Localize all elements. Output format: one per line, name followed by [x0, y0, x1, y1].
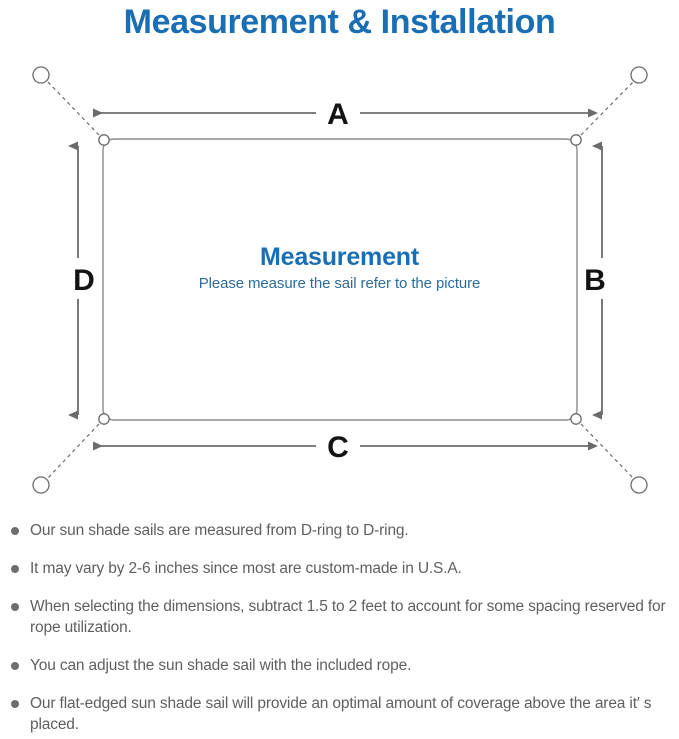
sail-body — [102, 138, 578, 421]
list-item: It may vary by 2-6 inches since most are… — [0, 558, 679, 579]
rope-top-left — [46, 80, 100, 136]
bullet-icon — [11, 527, 19, 535]
dimension-label-d: D — [73, 264, 95, 297]
list-item: Our flat-edged sun shade sail will provi… — [0, 693, 679, 735]
d-ring-bottom-right — [570, 413, 582, 425]
list-item: When selecting the dimensions, subtract … — [0, 596, 679, 638]
d-ring-bottom-left — [98, 413, 110, 425]
dimension-label-a: A — [327, 98, 349, 131]
bullet-icon — [11, 565, 19, 573]
dimension-label-c: C — [327, 431, 349, 464]
bullet-icon — [11, 662, 19, 670]
bullet-icon — [11, 603, 19, 611]
anchor-point-bottom-right — [630, 476, 648, 494]
list-item-text: Our sun shade sails are measured from D-… — [30, 522, 409, 539]
anchor-point-top-right — [630, 66, 648, 84]
notes-list: Our sun shade sails are measured from D-… — [0, 520, 679, 735]
anchor-point-top-left — [32, 66, 50, 84]
page-title: Measurement & Installation — [123, 3, 556, 41]
rope-bottom-right — [580, 423, 635, 480]
rope-top-right — [580, 80, 635, 136]
list-item: You can adjust the sun shade sail with t… — [0, 655, 679, 676]
rope-bottom-left — [46, 423, 100, 480]
list-item-text: Our flat-edged sun shade sail will provi… — [30, 695, 652, 733]
measurement-diagram: A C D B Measurement Please measure the s… — [0, 46, 679, 514]
list-item-text: It may vary by 2-6 inches since most are… — [30, 560, 462, 577]
d-ring-top-right — [570, 134, 582, 146]
list-item-text: You can adjust the sun shade sail with t… — [30, 657, 412, 674]
anchor-point-bottom-left — [32, 476, 50, 494]
list-item-text: When selecting the dimensions, subtract … — [30, 598, 666, 636]
bullet-icon — [11, 700, 19, 708]
dimension-label-b: B — [584, 264, 606, 297]
d-ring-top-left — [98, 134, 110, 146]
list-item: Our sun shade sails are measured from D-… — [0, 520, 679, 541]
